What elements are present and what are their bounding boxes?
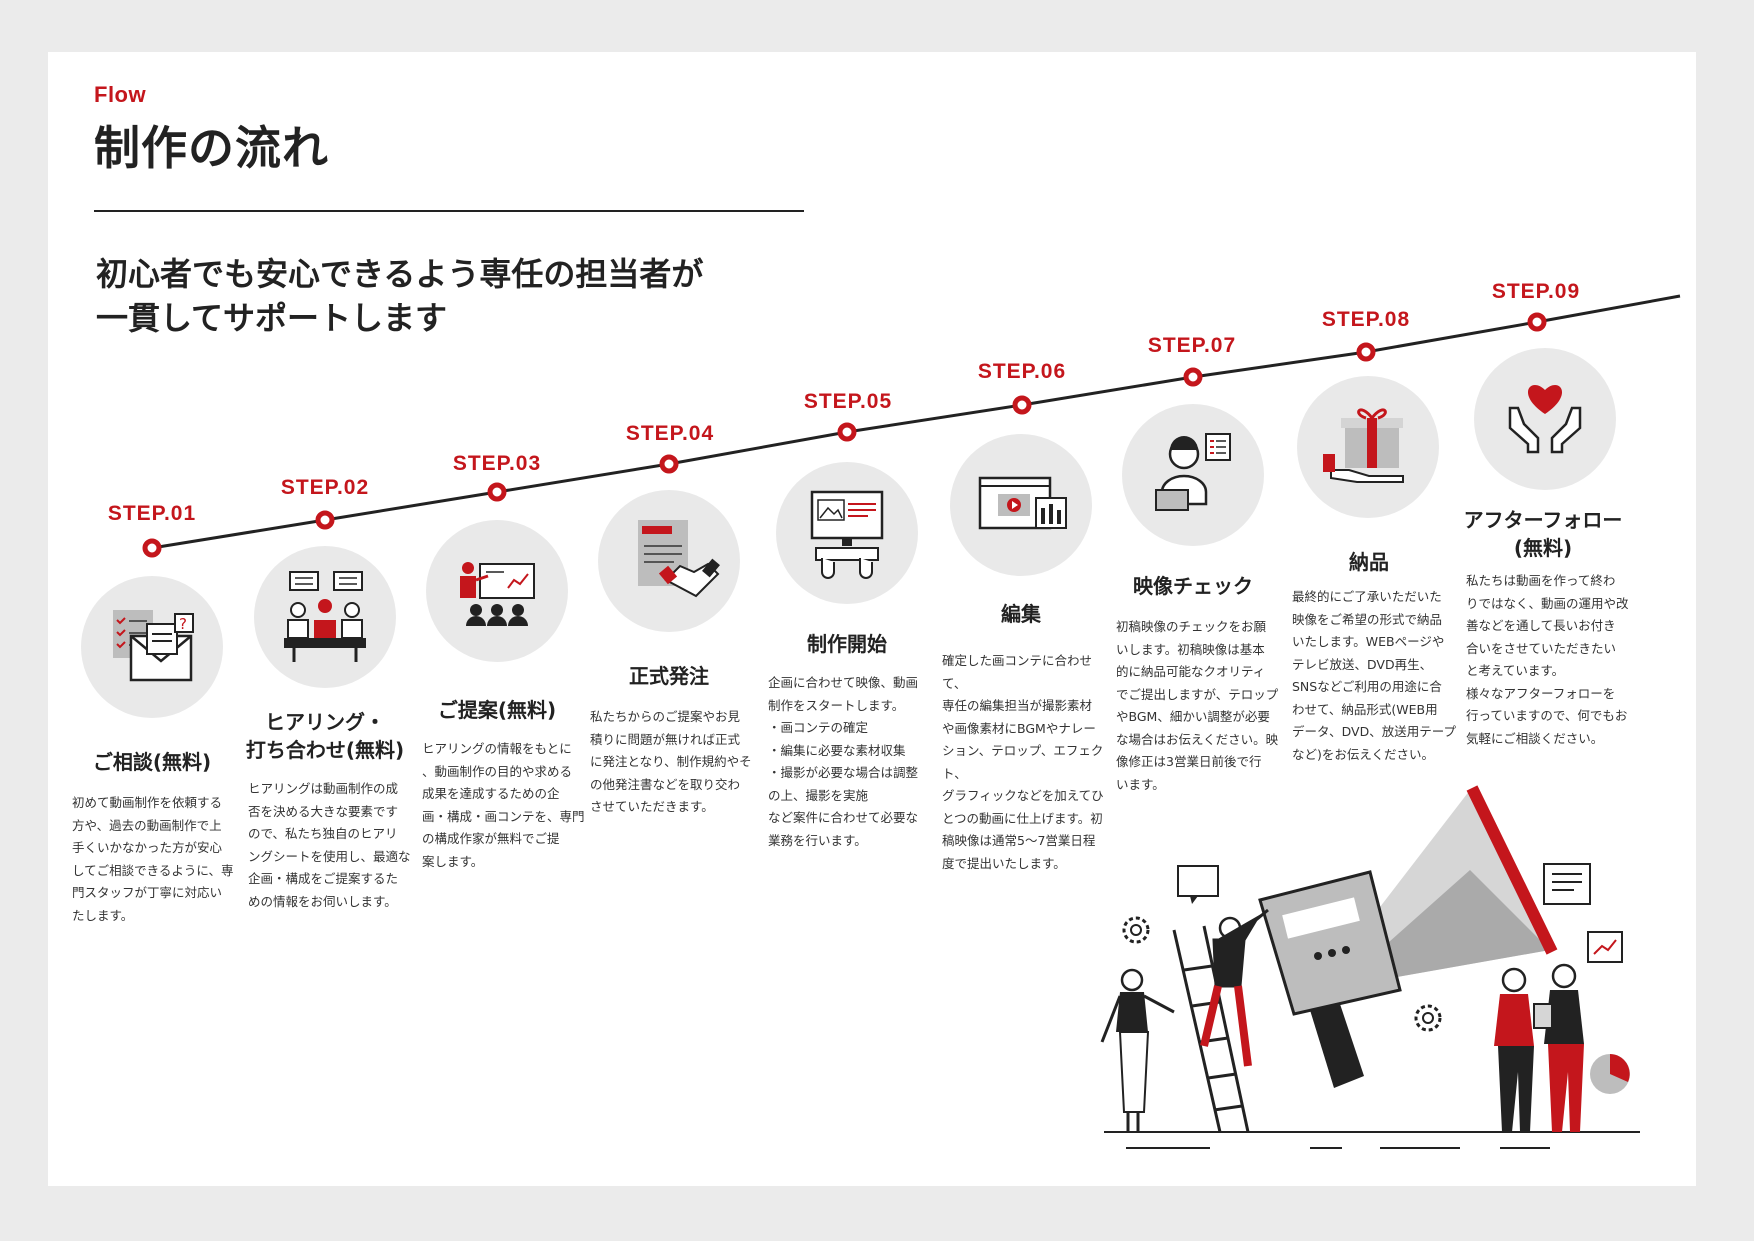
lead-line-1: 初心者でも安心できるよう専任の担当者が <box>96 255 704 293</box>
step-desc-9: 私たちは動画を作って終わ りではなく、動画の運用や改 善などを通して長いお付き … <box>1466 573 1629 746</box>
flow-label: Flow <box>94 82 147 107</box>
step-desc-7: 初稿映像のチェックをお願 いします。初稿映像は基本 的に納品可能なクオリティ で… <box>1116 619 1279 792</box>
step-icon-7 <box>1122 404 1264 546</box>
step-title-2: ヒアリング・ 打ち合わせ(無料) <box>245 710 405 762</box>
presentation-icon <box>460 562 535 626</box>
step-title-3: ご提案(無料) <box>437 698 557 722</box>
step-icon-6 <box>950 434 1092 576</box>
step-desc-2: ヒアリングは動画制作の成 否を決める大きな要素です ので、私たち独自のヒアリ ン… <box>248 781 411 909</box>
step-icon-9 <box>1474 348 1616 490</box>
lead-text: 初心者でも安心できるよう専任の担当者が 一貫してサポートします <box>96 252 816 340</box>
person-laptop-icon <box>1155 433 1231 511</box>
title-divider <box>94 210 804 212</box>
megaphone-team-illustration <box>1100 785 1640 1149</box>
step-title-5: 制作開始 <box>807 632 887 656</box>
step-label-7: STEP.07 <box>1147 334 1237 357</box>
step-icon-2 <box>254 546 396 688</box>
svg-text:?: ? <box>179 615 187 633</box>
step-title-1: ご相談(無料) <box>92 750 212 774</box>
heart-hands-icon <box>1508 385 1582 454</box>
step-label-4: STEP.04 <box>625 422 715 445</box>
step-desc-1: 初めて動画制作を依頼する 方や、過去の動画制作で上 手くいかなかった方が安心 し… <box>72 795 234 923</box>
step-icon-4 <box>598 490 740 632</box>
step-label-1: STEP.01 <box>107 502 197 525</box>
step-desc-8: 最終的にご了承いただいた 映像をご希望の形式で納品 いたします。WEBページや … <box>1292 589 1456 762</box>
step-label-2: STEP.02 <box>280 476 370 499</box>
step-label-8: STEP.08 <box>1321 308 1411 331</box>
step-label-5: STEP.05 <box>803 390 893 413</box>
step-icon-8 <box>1297 376 1439 518</box>
step-desc-4: 私たちからのご提案やお見 積りに問題が無ければ正式 に発注となり、制作規約やそ … <box>590 709 752 814</box>
step-title-9: アフターフォロー (無料) <box>1463 508 1623 560</box>
step-title-6: 編集 <box>1001 602 1041 626</box>
step-desc-3: ヒアリングの情報をもとに 、動画制作の目的や求める 成果を達成するための企 画・… <box>422 741 585 869</box>
step-desc-5: 企画に合わせて映像、動画 制作をスタートします。 ・画コンテの確定 ・編集に必要… <box>768 675 919 848</box>
step-label-3: STEP.03 <box>452 452 542 475</box>
step-label-6: STEP.06 <box>977 360 1067 383</box>
step-title-7: 映像チェック <box>1133 574 1253 598</box>
meeting-icon <box>284 571 366 662</box>
handshake-contract-icon <box>638 520 720 598</box>
step-title-4: 正式発注 <box>629 664 709 688</box>
video-editing-icon <box>978 476 1067 530</box>
step-label-9: STEP.09 <box>1491 280 1581 303</box>
step-icon-5 <box>776 462 918 604</box>
step-icon-3 <box>426 520 568 662</box>
mail-checklist-icon: ? <box>113 610 194 682</box>
gift-hand-icon <box>1323 408 1404 483</box>
lead-line-2: 一貫してサポートします <box>96 299 448 337</box>
computer-typing-icon <box>810 490 884 579</box>
step-icon-1: ? <box>81 576 223 718</box>
page-title: 制作の流れ <box>94 121 329 175</box>
step-desc-6: 確定した画コンテに合わせて、 専任の編集担当が撮影素材 や画像素材にBGMやナレ… <box>942 653 1104 871</box>
step-title-8: 納品 <box>1349 550 1389 574</box>
